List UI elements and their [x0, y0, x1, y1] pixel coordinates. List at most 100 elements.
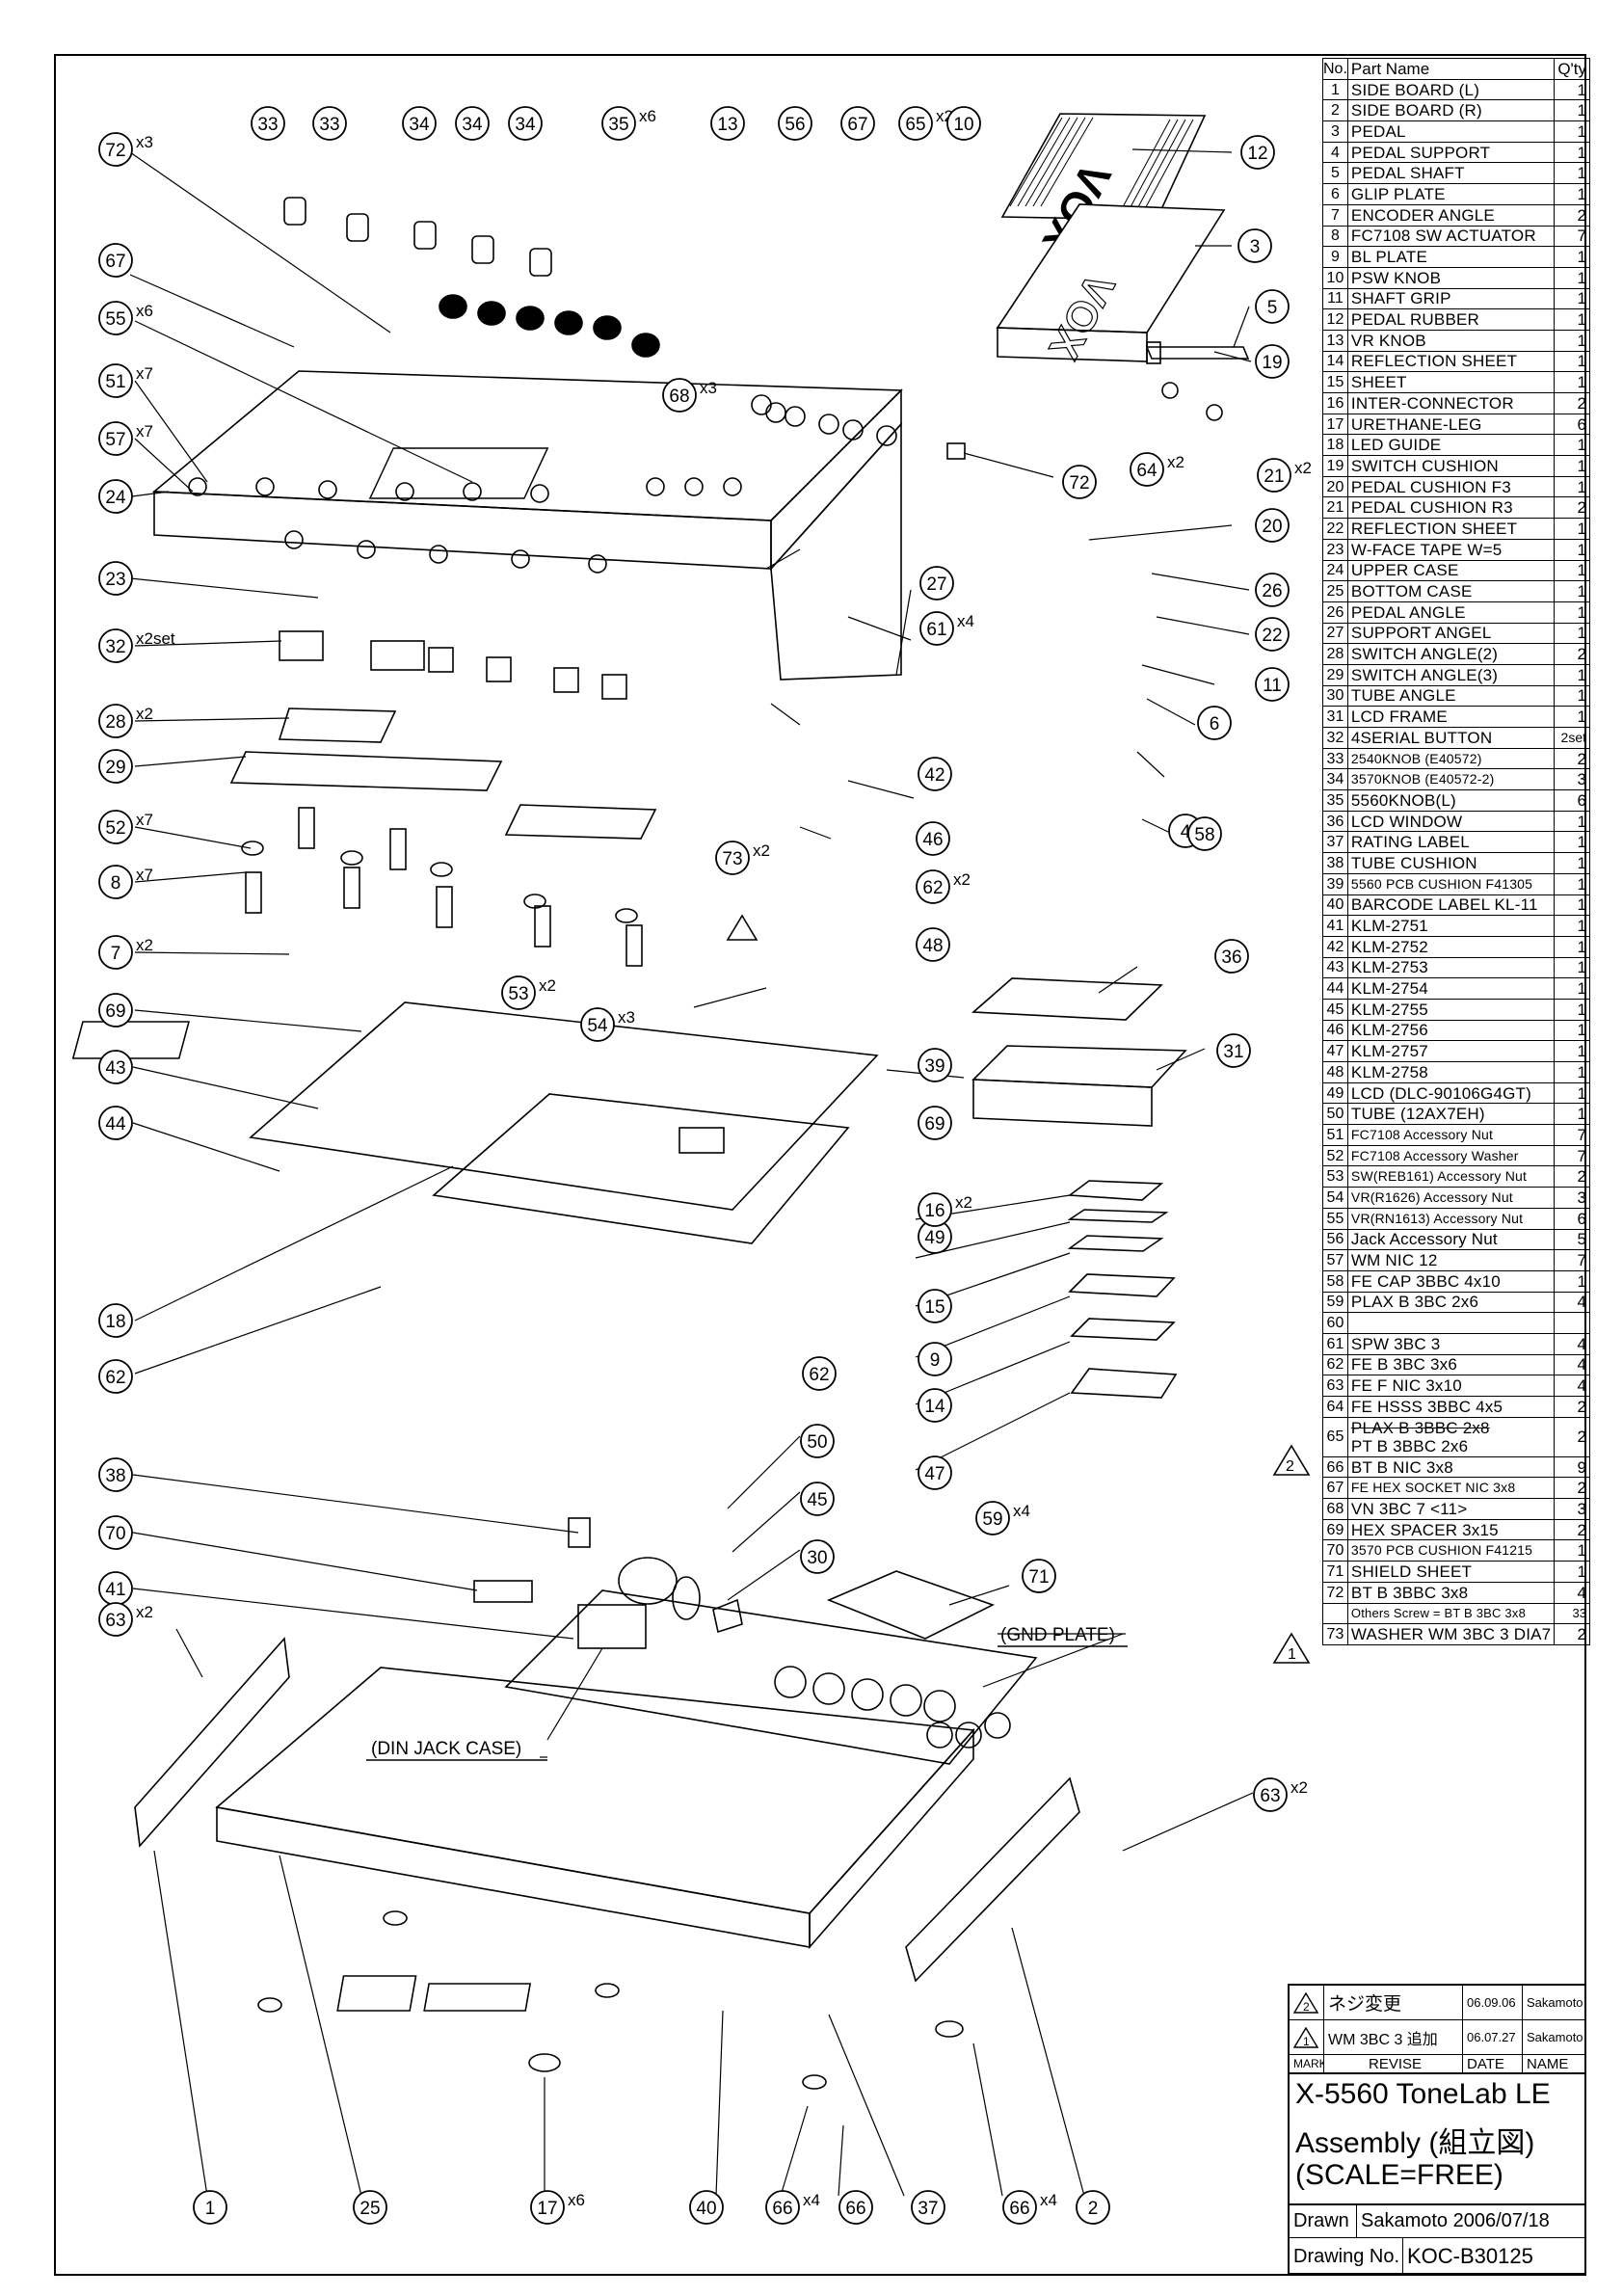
callout-70: 70 [98, 1515, 133, 1550]
callout-number: 24 [105, 488, 126, 508]
part-qty: 1 [1554, 329, 1591, 352]
part-name: SWITCH CUSHION [1346, 455, 1556, 477]
pedal-rubber-ridges [1009, 117, 1194, 217]
part-name: KLM-2757 [1346, 1040, 1556, 1062]
callout-circle [918, 757, 952, 791]
title-block: 2 ネジ変更 06.09.06 Sakamoto 1 WM 3BC 3 追加 0… [1288, 1984, 1586, 2275]
callout-multiplier: x4 [957, 612, 974, 630]
drawn-value: Sakamoto 2006/07/18 [1361, 2210, 1550, 2231]
drawing-no-value: KOC-B30125 [1407, 2244, 1533, 2268]
callout-number: 62 [922, 878, 943, 898]
part-qty: 6 [1554, 1207, 1591, 1230]
callout-multiplier: x2 [136, 936, 153, 954]
part-no: 28 [1322, 643, 1348, 665]
switch-angle-2b [504, 804, 657, 840]
callout-2: 2 [1076, 2190, 1110, 2225]
callout-number: 1 [205, 2199, 216, 2219]
callout-circle [765, 2190, 800, 2225]
callout-multiplier: x2 [1294, 459, 1312, 477]
inter-connector [1067, 1209, 1169, 1223]
part-no: 30 [1322, 684, 1348, 707]
part-qty: 1 [1554, 266, 1591, 289]
callout-number: 54 [587, 1016, 608, 1036]
callout-number: 32 [105, 637, 125, 657]
sw-actuators [241, 807, 643, 967]
callout-15: 15 [918, 1289, 952, 1323]
part-no: 60 [1322, 1312, 1348, 1334]
part-name: KLM-2756 [1346, 1019, 1556, 1042]
part-no: 36 [1322, 810, 1348, 833]
callout-multiplier: x4 [1013, 1502, 1030, 1520]
callout-27: 27 [919, 566, 954, 601]
part-no: 55 [1322, 1207, 1348, 1230]
part-qty: 4 [1554, 1291, 1591, 1314]
callout-circle [98, 1050, 133, 1084]
part-qty: 1 [1554, 1061, 1591, 1083]
part-name: PEDAL CUSHION F3 [1346, 475, 1556, 498]
callout-circle [918, 1455, 952, 1490]
part-no: 54 [1322, 1187, 1348, 1209]
pcb-klm-2754 [249, 1001, 879, 1211]
callout-number: 9 [930, 1350, 941, 1371]
callout-31: 31 [1216, 1033, 1251, 1068]
part-no: 49 [1322, 1081, 1348, 1105]
callout-number: 34 [462, 115, 483, 135]
callout-number: 66 [1009, 2199, 1029, 2219]
part-name: LCD FRAME [1346, 706, 1556, 728]
part-name: SHIELD SHEET [1346, 1561, 1556, 1583]
callout-circle [98, 1602, 133, 1637]
callout-multiplier: x3 [136, 133, 153, 151]
part-qty: 2 [1554, 1518, 1591, 1541]
part-name: 4SERIAL BUTTON [1346, 727, 1556, 749]
callout-circle [98, 749, 133, 784]
callout-multiplier: x4 [803, 2191, 820, 2209]
rev-mark-cell: 1 [1290, 2020, 1324, 2054]
callout-number: 72 [1069, 473, 1089, 494]
part-no: 16 [1322, 392, 1348, 414]
callout-48: 48 [916, 927, 950, 962]
part-no: 34 [1322, 768, 1348, 791]
part-no: 32 [1322, 727, 1348, 749]
part-name: 3570KNOB (E40572-2) [1346, 768, 1556, 791]
callout-number: 33 [257, 115, 278, 135]
part-no: 35 [1322, 789, 1348, 812]
callout-number: 41 [105, 1580, 125, 1600]
upper-case-front [153, 491, 772, 570]
part-no: 62 [1322, 1353, 1348, 1376]
callout-number: 44 [105, 1114, 126, 1135]
callout-number: 19 [1262, 353, 1282, 373]
part-qty: 1 [1554, 538, 1591, 561]
part-no: 3 [1322, 120, 1348, 143]
part-no: 8 [1322, 225, 1348, 248]
callout-circle [918, 1342, 952, 1376]
part-no: 9 [1322, 246, 1348, 268]
part-qty: 1 [1554, 1269, 1591, 1293]
callout-circle [1253, 1777, 1288, 1812]
pedal-shaft [1145, 346, 1250, 360]
part-qty: 2 [1554, 1165, 1591, 1188]
callout-circle [916, 869, 950, 904]
warning-1-label: 1 [1288, 1646, 1296, 1663]
callout-number: 52 [105, 818, 125, 839]
part-name: VR(R1626) Accessory Nut [1346, 1187, 1556, 1209]
callout-1: 1 [193, 2190, 227, 2225]
part-no: 6 [1322, 183, 1348, 205]
callout-number: 49 [924, 1228, 945, 1248]
part-qty: 1 [1554, 455, 1591, 477]
